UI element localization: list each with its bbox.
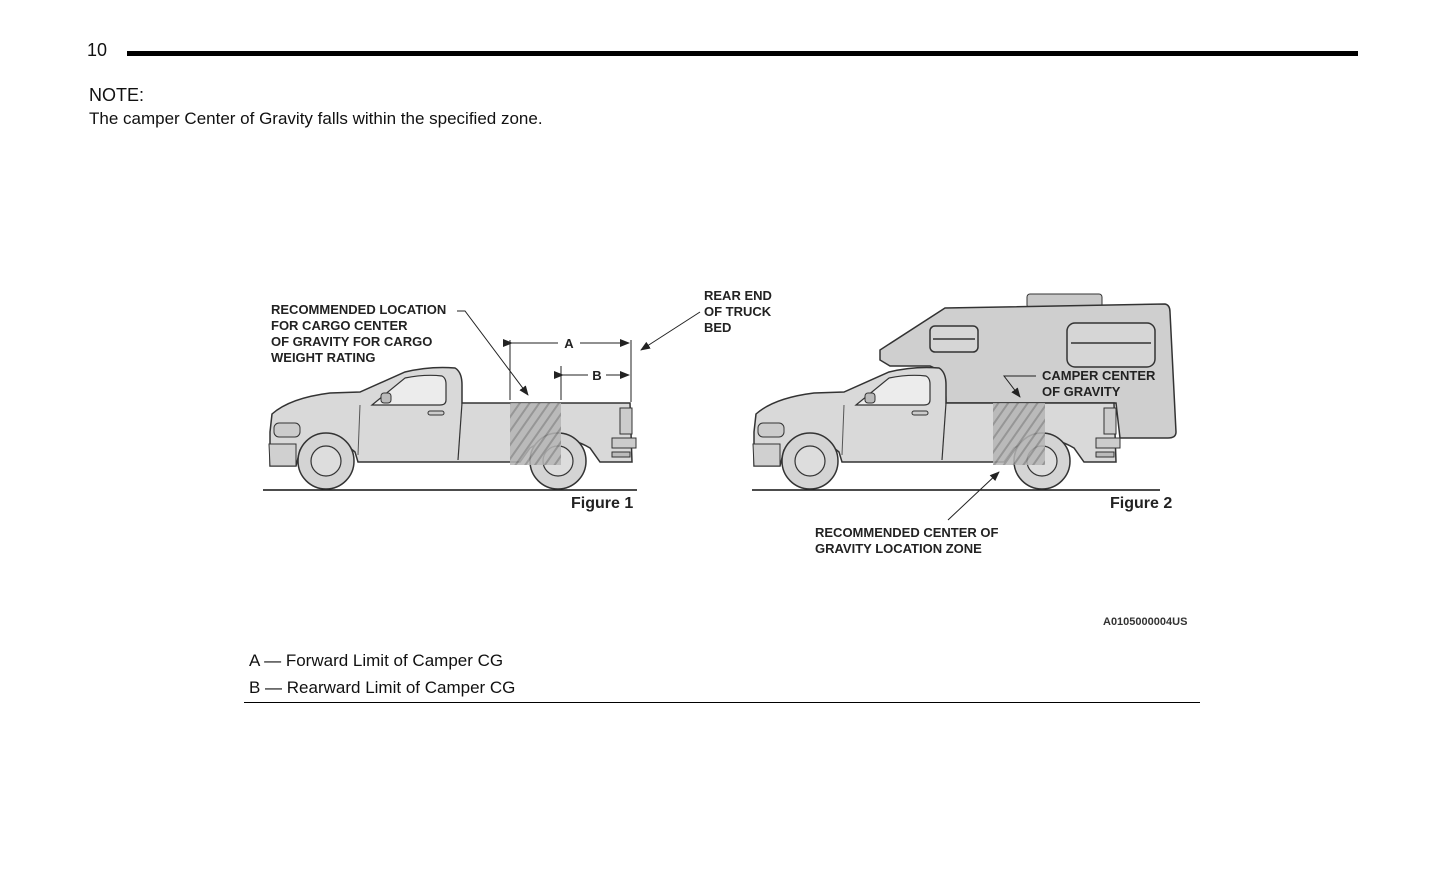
svg-text:RECOMMENDED LOCATION: RECOMMENDED LOCATION [271,302,446,317]
camper-cg-zone [993,403,1045,465]
header-rule [127,51,1358,56]
dimension-b-label: B [592,368,601,383]
bottom-rule [244,702,1200,703]
svg-text:FOR CARGO CENTER: FOR CARGO CENTER [271,318,408,333]
pickup-truck [268,366,637,490]
image-code: A0105000004US [1103,616,1187,628]
callout-cargo-cg: RECOMMENDED LOCATION FOR CARGO CENTER OF… [271,302,446,365]
figure-1: A B RECOMMENDED LOCATION FOR CARGO CENTE… [263,288,772,512]
camper [879,293,1177,439]
page-number: 10 [87,40,108,60]
cargo-cg-zone [510,403,561,465]
figure-2: CAMPER CENTER OF GRAVITY RECOMMENDED CEN… [752,293,1187,628]
figure-2-label: Figure 2 [1110,495,1172,512]
legend-item-a: A — Forward Limit of Camper CG [249,651,504,670]
legend-item-b: B — Rearward Limit of Camper CG [249,678,516,697]
note-text: The camper Center of Gravity falls withi… [89,109,543,128]
callout-cg-zone: RECOMMENDED CENTER OF GRAVITY LOCATION Z… [815,525,999,556]
note-heading: NOTE: [89,85,145,105]
callout-rear-of-bed: REAR END OF TRUCK BED [704,288,772,335]
svg-text:OF GRAVITY: OF GRAVITY [1042,384,1121,399]
svg-text:GRAVITY LOCATION ZONE: GRAVITY LOCATION ZONE [815,541,982,556]
callout-camper-cg: CAMPER CENTER OF GRAVITY [1042,368,1156,399]
svg-text:OF TRUCK: OF TRUCK [704,304,772,319]
figure-1-label: Figure 1 [571,495,633,512]
svg-text:CAMPER CENTER: CAMPER CENTER [1042,368,1156,383]
svg-text:REAR END: REAR END [704,288,772,303]
dimension-a-label: A [564,336,574,351]
svg-text:OF GRAVITY FOR CARGO: OF GRAVITY FOR CARGO [271,334,432,349]
svg-text:WEIGHT RATING: WEIGHT RATING [271,350,375,365]
svg-text:RECOMMENDED CENTER OF: RECOMMENDED CENTER OF [815,525,999,540]
svg-text:BED: BED [704,320,731,335]
